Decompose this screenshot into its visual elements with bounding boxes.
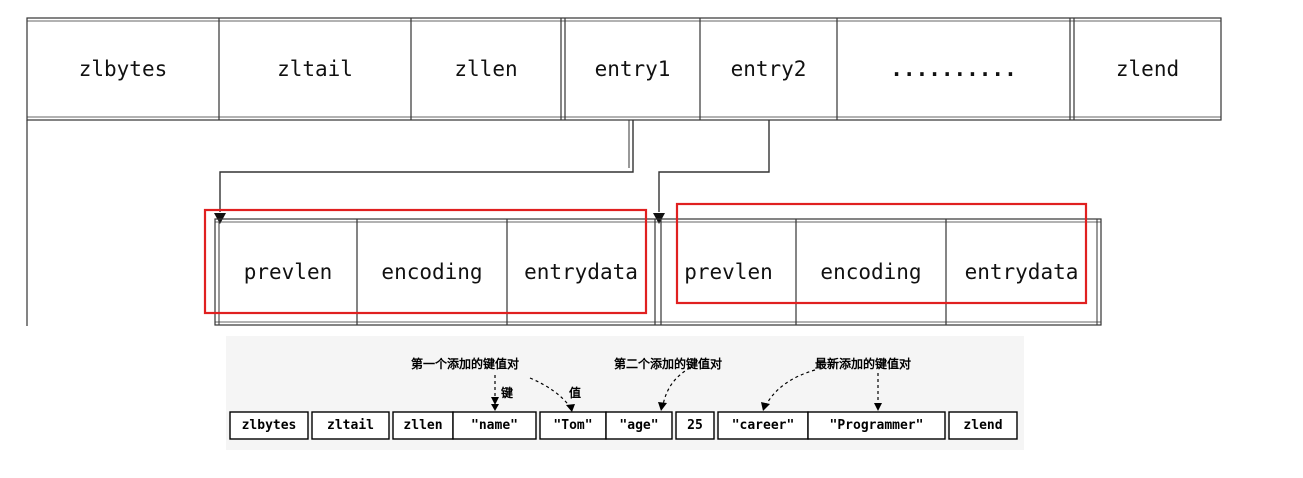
entry1-cell: entry1 — [594, 57, 671, 81]
entry2-highlight — [675, 202, 1088, 305]
second-pair-annotation: 第二个添加的键值对 — [614, 357, 723, 371]
example-value-25: 25 — [687, 418, 703, 433]
example-key-career: "career" — [731, 418, 795, 433]
example-key-name: "name" — [471, 418, 518, 433]
zltail-cell: zltail — [277, 57, 353, 81]
first-pair-annotation: 第一个添加的键值对 — [411, 357, 520, 371]
entry1-connector — [219, 120, 634, 212]
example-value-tom: "Tom" — [553, 418, 593, 433]
newest-pair-annotation: 最新添加的键值对 — [815, 357, 912, 371]
entry2-connector — [658, 120, 770, 212]
example-key-age: "age" — [619, 418, 659, 433]
zllen-cell: zllen — [454, 57, 518, 81]
example-zltail: zltail — [327, 418, 374, 433]
example-value-programmer: "Programmer" — [829, 418, 924, 433]
detail-row-border — [214, 218, 1102, 326]
entry1-entrydata: entrydata — [524, 260, 638, 284]
entry2-prevlen: prevlen — [684, 260, 773, 284]
example-zlbytes: zlbytes — [241, 418, 297, 433]
ellipsis-cell: .......... — [890, 57, 1017, 81]
zlend-cell: zlend — [1115, 57, 1180, 81]
key-annotation: 键 — [501, 386, 514, 400]
entry2-entrydata: entrydata — [964, 260, 1079, 284]
value-annotation: 值 — [569, 386, 582, 400]
entry1-prevlen: prevlen — [243, 260, 333, 284]
entry1-highlight — [203, 208, 648, 315]
entry2-cell: entry2 — [730, 57, 807, 81]
entry1-encoding: encoding — [381, 260, 483, 284]
zlbytes-cell: zlbytes — [78, 57, 168, 81]
example-zlend: zlend — [963, 418, 1003, 433]
newest-pair-arrow-1 — [765, 369, 816, 406]
top-row-border — [26, 17, 1222, 121]
second-pair-arrow — [662, 367, 691, 406]
example-zllen: zllen — [403, 418, 443, 433]
entry2-encoding: encoding — [820, 260, 922, 284]
